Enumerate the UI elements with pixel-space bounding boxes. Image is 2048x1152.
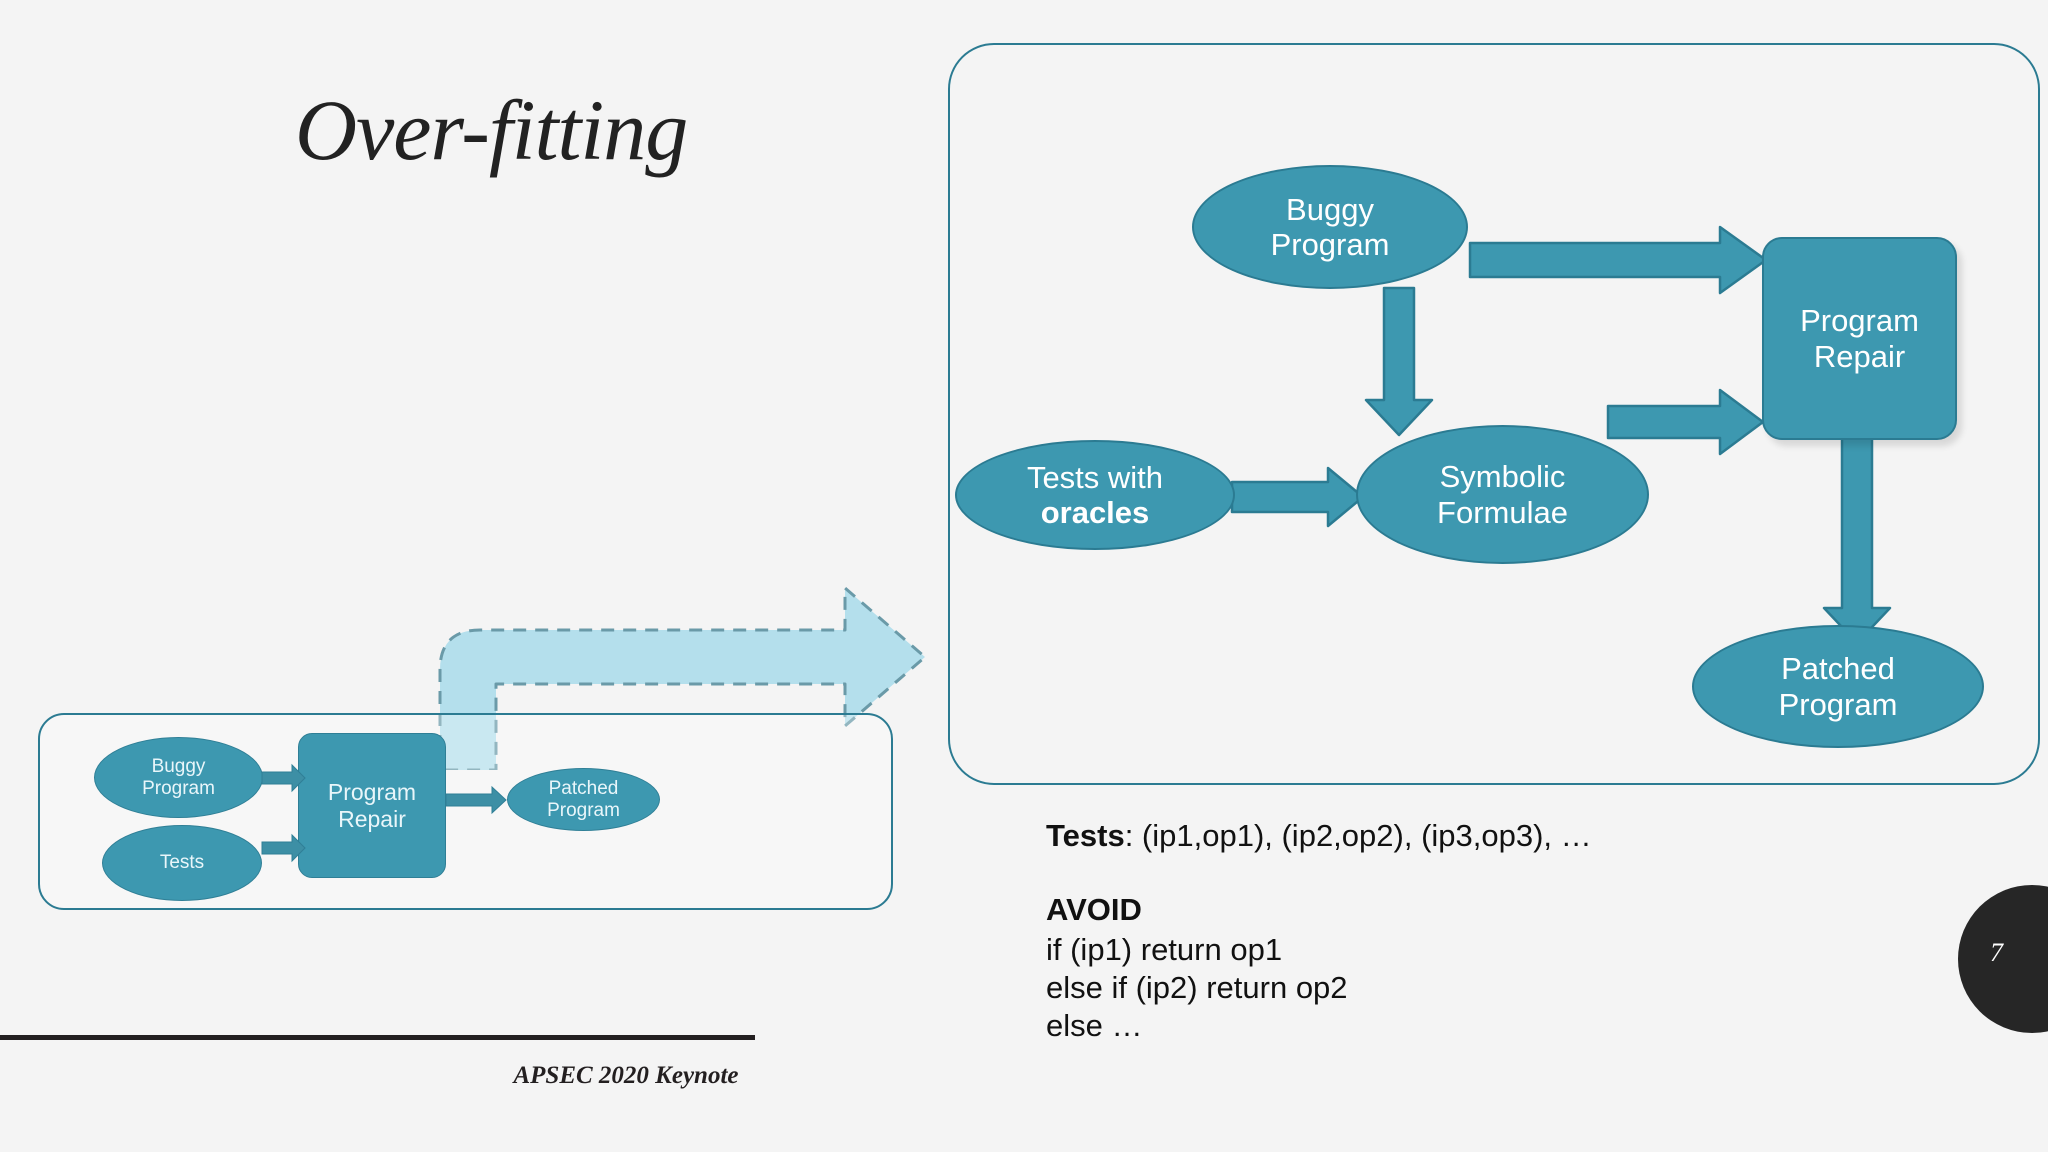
footer-label: APSEC 2020 Keynote (513, 1062, 739, 1089)
thumb-node-program-repair: Program Repair (298, 733, 446, 878)
thumb-repair-line1: Program (327, 779, 417, 806)
arrow-buggy-to-symbolic (1362, 286, 1442, 438)
node-tests-with-oracles-line2: oracles (1040, 495, 1150, 530)
thumb-patched-line2: Program (547, 799, 620, 821)
node-tests-with-oracles-line1: Tests with (1026, 459, 1164, 495)
thumb-arrow-buggy-to-repair (261, 763, 306, 793)
tests-value: : (ip1,op1), (ip2,op2), (ip3,op3), … (1124, 818, 1592, 853)
node-patched-program-line2: Program (1778, 686, 1898, 722)
node-buggy-program[interactable]: Buggy Program (1192, 165, 1468, 289)
thumb-node-tests: Tests (102, 825, 262, 901)
arrow-repair-to-patched (1820, 434, 1900, 646)
arrow-buggy-to-repair (1468, 225, 1770, 295)
node-symbolic-formulae-line2: Formulae (1437, 494, 1568, 530)
node-program-repair-line1: Program (1800, 303, 1919, 339)
avoid-line-3: else … (1046, 1007, 1143, 1043)
arrow-symbolic-to-repair (1606, 388, 1768, 456)
page-number: 7 (1990, 938, 2003, 967)
node-patched-program-line1: Patched (1781, 651, 1895, 687)
tests-label: Tests (1046, 818, 1125, 853)
footer-divider (0, 1035, 755, 1040)
thumb-tests-label: Tests (159, 852, 205, 874)
thumb-node-buggy-program: Buggy Program (94, 737, 263, 818)
previous-slide-thumbnail[interactable]: Buggy Program Tests Program Repair Patch… (38, 713, 893, 910)
node-program-repair-line2: Repair (1813, 338, 1906, 374)
node-symbolic-formulae[interactable]: Symbolic Formulae (1356, 425, 1649, 564)
node-buggy-program-line1: Buggy (1286, 191, 1374, 227)
notes-block: Tests: (ip1,op1), (ip2,op2), (ip3,op3), … (1046, 818, 1876, 1046)
avoid-heading: AVOID (1046, 891, 1142, 927)
main-diagram-panel (948, 43, 2040, 785)
thumb-node-patched-program: Patched Program (507, 768, 660, 831)
transition-arrow (300, 540, 930, 775)
node-program-repair[interactable]: Program Repair (1762, 237, 1957, 440)
thumb-patched-line1: Patched (548, 778, 619, 800)
thumb-buggy-line1: Buggy (151, 756, 206, 778)
thumb-buggy-line2: Program (142, 777, 215, 799)
node-symbolic-formulae-line1: Symbolic (1439, 459, 1566, 495)
avoid-line-1: if (ip1) return op1 (1046, 931, 1283, 967)
thumb-arrow-repair-to-patched (445, 785, 508, 815)
thumb-repair-line2: Repair (338, 805, 406, 832)
node-patched-program[interactable]: Patched Program (1692, 625, 1984, 748)
arrow-tests-to-symbolic (1230, 466, 1366, 528)
page-number-badge: 7 (1958, 885, 2048, 1033)
page-title: Over-fitting (295, 82, 688, 178)
thumb-arrow-tests-to-repair (261, 833, 306, 863)
node-tests-with-oracles[interactable]: Tests with oracles (955, 440, 1235, 550)
avoid-line-2: else if (ip2) return op2 (1046, 969, 1348, 1005)
node-buggy-program-line2: Program (1270, 227, 1390, 262)
tests-line: Tests: (ip1,op1), (ip2,op2), (ip3,op3), … (1046, 818, 1876, 854)
